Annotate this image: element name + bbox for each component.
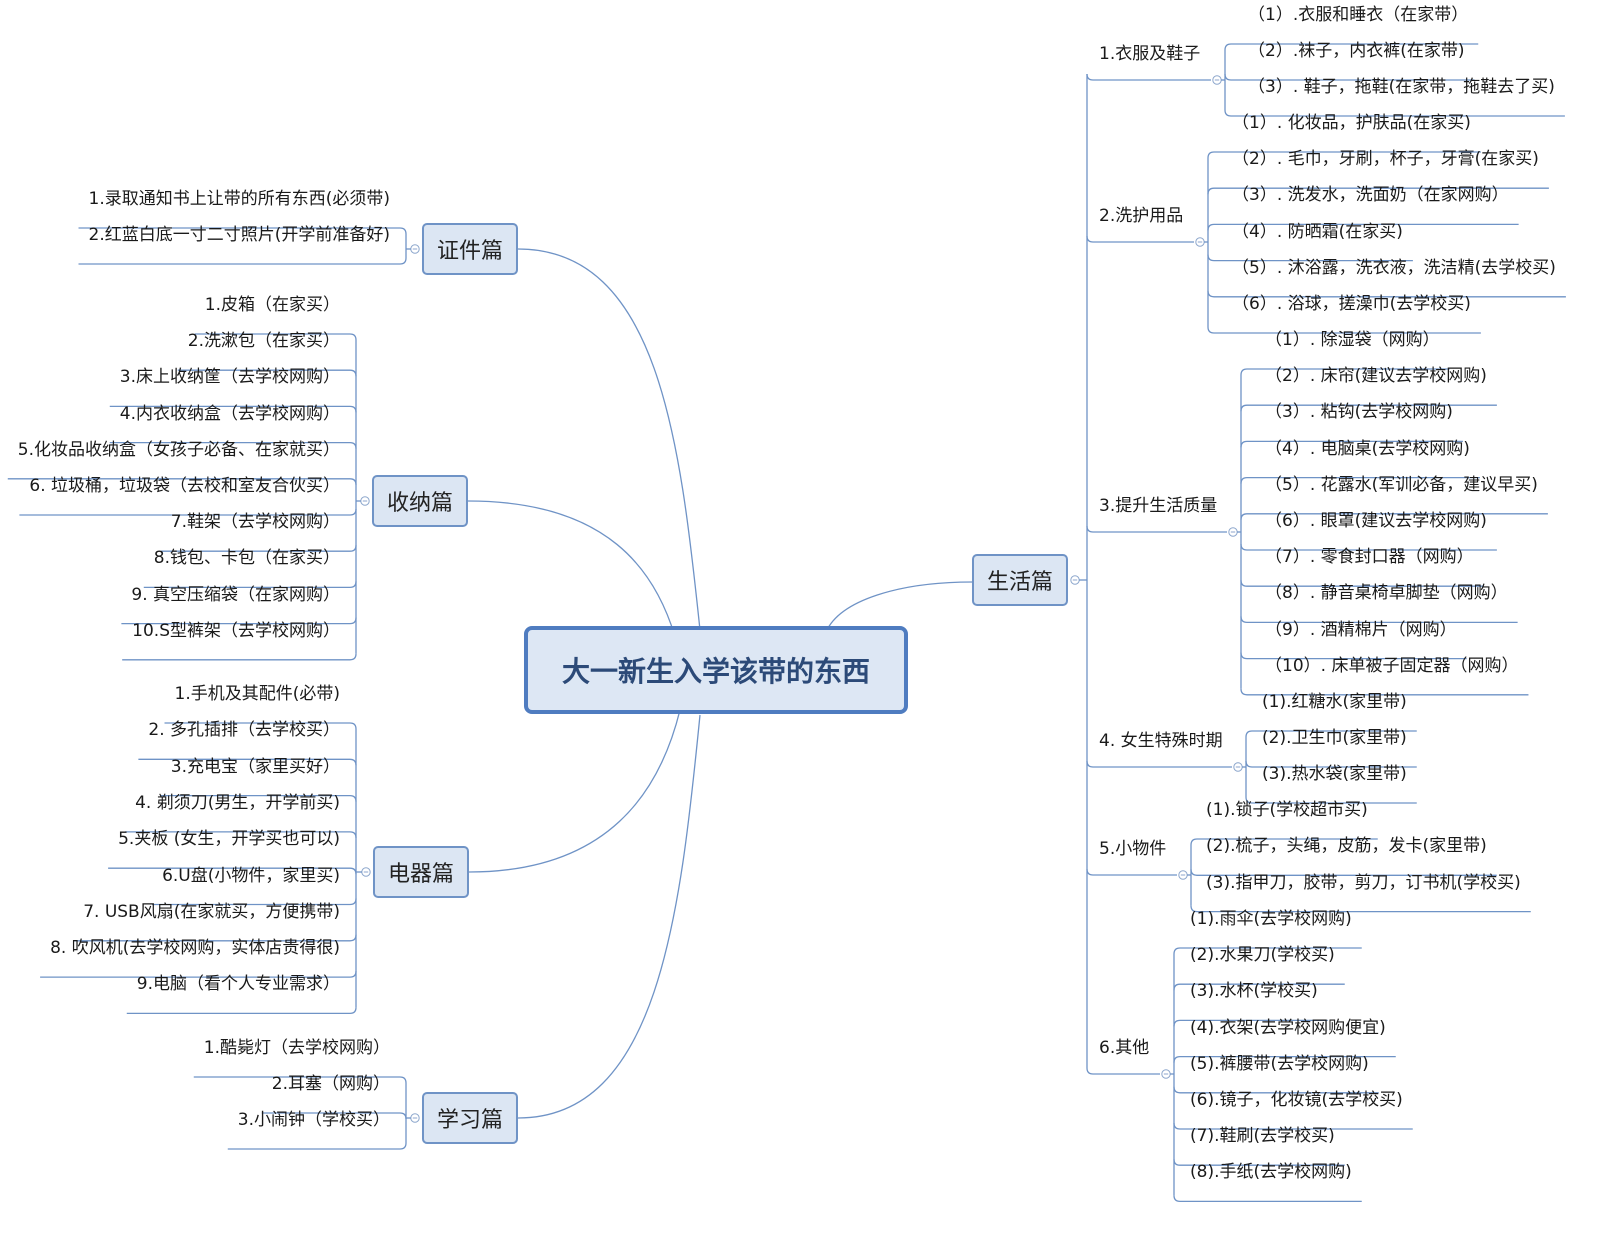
life-item: (5).裤腰带(去学校网购) bbox=[1190, 1053, 1369, 1074]
root-topic: 大一新生入学该带的东西 bbox=[523, 626, 909, 714]
left-item: 4. 剃须刀(男生，开学前买) bbox=[135, 792, 340, 813]
left-item: 9.电脑（看个人专业需求） bbox=[136, 974, 340, 995]
life-item: （2）. 床帘(建议去学校网购) bbox=[1265, 366, 1487, 387]
left-item: 2. 多孔插排（去学校买） bbox=[148, 720, 340, 741]
life-item: （6）. 眼罩(建议去学校网购) bbox=[1265, 511, 1487, 531]
life-item: （3）. 鞋子，拖鞋(在家带，拖鞋去了买) bbox=[1248, 77, 1555, 97]
life-group: 3.提升生活质量 bbox=[1099, 496, 1218, 516]
life-item: (2).卫生巾(家里带) bbox=[1262, 728, 1407, 748]
life-group: 6.其他 bbox=[1099, 1038, 1150, 1058]
left-item: 3.小闹钟（学校买） bbox=[237, 1110, 390, 1130]
left-item: 7. USB风扇(在家就买，方便携带) bbox=[83, 901, 340, 922]
left-item: 3.充电宝（家里买好） bbox=[170, 756, 340, 777]
life-item: （3）. 洗发水，洗面奶（在家网购） bbox=[1232, 185, 1509, 206]
life-item: (8).手纸(去学校网购) bbox=[1190, 1162, 1352, 1183]
life-item: (3).热水袋(家里带) bbox=[1262, 764, 1407, 784]
left-item: 2.耳塞（网购） bbox=[271, 1074, 390, 1094]
left-item: 1.录取通知书上让带的所有东西(必须带) bbox=[88, 189, 390, 209]
left-item: 4.内衣收纳盒（去学校网购） bbox=[119, 403, 340, 424]
life-item: （6）. 浴球，搓澡巾(去学校买) bbox=[1232, 294, 1471, 314]
topic-documents: 证件篇 bbox=[421, 223, 519, 275]
topic-life: 生活篇 bbox=[971, 554, 1069, 606]
life-item: （5）. 花露水(军训必备，建议早买) bbox=[1265, 474, 1538, 495]
life-item: （7）. 零食封口器（网购） bbox=[1265, 547, 1474, 568]
life-item: (7).鞋刷(去学校买) bbox=[1190, 1126, 1335, 1147]
life-item: （8）. 静音桌椅卓脚垫（网购） bbox=[1265, 583, 1508, 604]
left-item: 8. 吹风机(去学校网购，实体店贵得很) bbox=[50, 938, 340, 959]
life-item: （5）. 沐浴露，洗衣液，洗洁精(去学校买) bbox=[1232, 257, 1556, 278]
life-item: (3).水杯(学校买) bbox=[1190, 981, 1318, 1002]
life-item: (4).衣架(去学校网购便宜) bbox=[1190, 1017, 1386, 1038]
life-item: （2）.袜子，内衣裤(在家带) bbox=[1248, 41, 1465, 61]
life-item: （9）. 酒精棉片（网购） bbox=[1265, 619, 1457, 640]
topic-electronics: 电器篇 bbox=[372, 846, 470, 898]
left-item: 1.酷毙灯（去学校网购） bbox=[203, 1038, 390, 1058]
left-item: 8.钱包、卡包（在家买） bbox=[153, 548, 340, 569]
life-item: （1）.衣服和睡衣（在家带） bbox=[1248, 5, 1469, 25]
left-item: 2.洗漱包（在家买） bbox=[187, 331, 340, 352]
left-item: 1.手机及其配件(必带) bbox=[174, 684, 340, 704]
life-group: 2.洗护用品 bbox=[1099, 206, 1184, 226]
life-item: （10）. 床单被子固定器（网购） bbox=[1265, 655, 1519, 676]
life-item: (2).梳子，头绳，皮筋，发卡(家里带) bbox=[1206, 836, 1487, 857]
left-item: 5.夹板 (女生，开学买也可以) bbox=[118, 829, 340, 850]
left-item: 5.化妆品收纳盒（女孩子必备、在家就买） bbox=[17, 439, 340, 460]
life-item: （3）. 粘钩(去学校网购) bbox=[1265, 402, 1453, 423]
left-item: 6. 垃圾桶，垃圾袋（去校和室友合伙买） bbox=[29, 476, 340, 496]
life-group: 5.小物件 bbox=[1099, 839, 1167, 859]
left-item: 6.U盘(小物件，家里买) bbox=[162, 865, 340, 886]
left-item: 9. 真空压缩袋（在家网购） bbox=[131, 584, 340, 605]
left-item: 7.鞋架（去学校网购） bbox=[170, 512, 340, 533]
life-item: (1).锁子(学校超市买) bbox=[1206, 800, 1368, 820]
life-item: （4）. 防晒霜(在家买) bbox=[1232, 221, 1403, 242]
life-item: (1).红糖水(家里带) bbox=[1262, 692, 1407, 712]
left-item: 1.皮箱（在家买） bbox=[204, 295, 340, 315]
topic-study: 学习篇 bbox=[421, 1092, 519, 1144]
left-item: 2.红蓝白底一寸二寸照片(开学前准备好) bbox=[88, 225, 390, 245]
life-group: 4. 女生特殊时期 bbox=[1099, 731, 1223, 751]
life-item: (6).镜子，化妆镜(去学校买) bbox=[1190, 1090, 1403, 1110]
life-item: (3).指甲刀，胶带，剪刀，订书机(学校买) bbox=[1206, 872, 1521, 893]
topic-storage: 收纳篇 bbox=[371, 475, 469, 527]
life-item: （1）. 化妆品，护肤品(在家买) bbox=[1232, 113, 1471, 133]
life-item: (1).雨伞(去学校网购) bbox=[1190, 909, 1352, 929]
life-item: （2）. 毛巾，牙刷，杯子，牙膏(在家买) bbox=[1232, 149, 1539, 170]
life-group: 1.衣服及鞋子 bbox=[1099, 44, 1201, 64]
left-item: 3.床上收纳筐（去学校网购） bbox=[119, 367, 340, 388]
left-item: 10.S型裤架（去学校网购） bbox=[132, 620, 340, 641]
life-item: (2).水果刀(学校买) bbox=[1190, 945, 1335, 966]
life-item: （1）. 除湿袋（网购） bbox=[1265, 330, 1440, 350]
life-item: （4）. 电脑桌(去学校网购) bbox=[1265, 438, 1470, 459]
